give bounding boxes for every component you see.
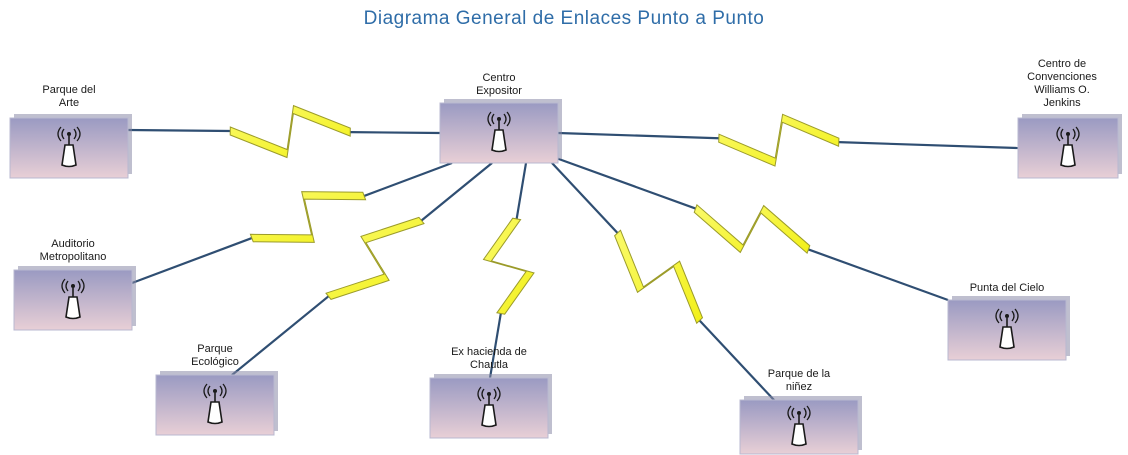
lightning-bolt-icon xyxy=(614,229,704,325)
link-line xyxy=(420,162,493,222)
wireless-antenna-icon xyxy=(203,383,227,425)
link-centro-de-convenciones xyxy=(557,113,1019,167)
link-line xyxy=(551,162,619,234)
node-label-parque-de-la-ninez: Parque de la niñez xyxy=(767,368,831,393)
node-parque-ecologico xyxy=(155,371,278,436)
node-label-auditorio-metropolitano: Auditorio Metropolitano xyxy=(39,238,107,263)
wireless-antenna-icon xyxy=(787,405,811,447)
diagram-title: Diagrama General de Enlaces Punto a Punt… xyxy=(363,8,765,29)
node-centro-expositor xyxy=(439,99,562,164)
link-line xyxy=(515,162,528,220)
lightning-bolt-icon xyxy=(693,203,811,255)
link-line xyxy=(698,319,775,401)
link-line xyxy=(488,313,502,379)
wireless-antenna-icon xyxy=(995,308,1019,350)
node-label-centro-expositor: Centro Expositor xyxy=(476,72,522,97)
link-line xyxy=(131,237,253,285)
lightning-bolt-icon xyxy=(249,191,367,243)
link-line xyxy=(555,156,696,210)
wireless-antenna-icon xyxy=(487,111,511,153)
link-auditorio-metropolitano xyxy=(131,161,453,285)
link-parque-ecologico xyxy=(231,162,493,376)
wireless-antenna-icon xyxy=(61,278,85,320)
wireless-antenna-icon xyxy=(1056,126,1080,168)
node-label-ex-hacienda-de-chautla: Ex hacienda de Chautla xyxy=(451,346,527,371)
link-line xyxy=(557,131,719,140)
node-ex-hacienda-de-chautla xyxy=(429,374,552,439)
links-layer xyxy=(127,104,1019,401)
lightning-bolt-icon xyxy=(325,216,425,300)
node-label-parque-ecologico: Parque Ecológico xyxy=(191,343,239,368)
node-punta-del-cielo xyxy=(947,296,1070,361)
nodes-layer xyxy=(9,99,1122,455)
lightning-bolt-icon xyxy=(718,113,840,167)
node-label-punta-del-cielo: Punta del Cielo xyxy=(969,282,1045,294)
node-parque-del-arte xyxy=(9,114,132,179)
link-parque-de-la-ninez xyxy=(551,162,775,401)
node-auditorio-metropolitano xyxy=(13,266,136,331)
node-label-parque-del-arte: Parque del Arte xyxy=(42,84,96,109)
node-label-centro-de-convenciones: Centro de Convenciones Williams O. Jenki… xyxy=(1027,58,1097,109)
link-punta-del-cielo xyxy=(555,156,949,302)
link-line xyxy=(350,131,441,135)
link-line xyxy=(127,128,231,133)
link-line xyxy=(808,248,949,302)
lightning-bolt-icon xyxy=(229,104,351,159)
link-line xyxy=(231,295,330,376)
link-line xyxy=(838,141,1019,150)
wireless-antenna-icon xyxy=(477,386,501,428)
link-line xyxy=(363,161,453,197)
link-parque-del-arte xyxy=(127,104,441,159)
node-parque-de-la-ninez xyxy=(739,396,862,455)
wireless-antenna-icon xyxy=(57,126,81,168)
node-centro-de-convenciones xyxy=(1017,114,1122,179)
link-ex-hacienda-de-chautla xyxy=(482,162,535,379)
lightning-bolt-icon xyxy=(482,217,535,315)
